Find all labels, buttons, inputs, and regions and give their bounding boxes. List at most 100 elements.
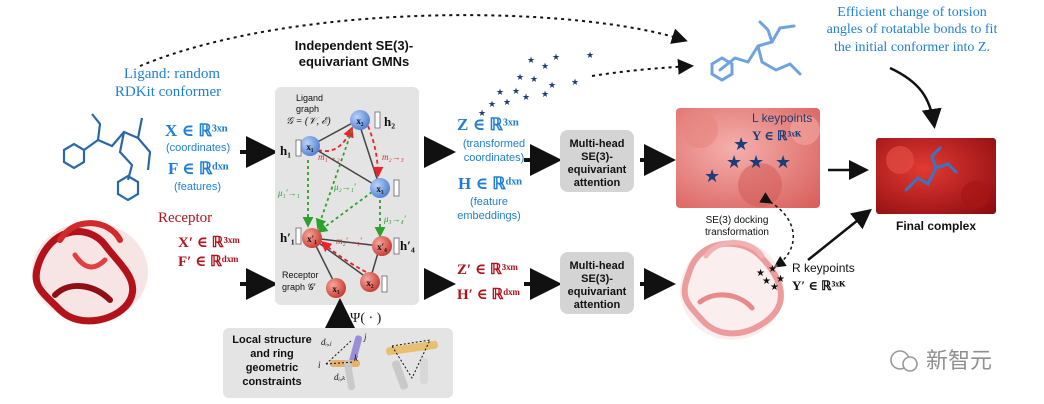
receptor-attention-line1: Multi-head	[570, 260, 625, 272]
h-caption-line1: (feature	[470, 196, 508, 208]
svg-text:★: ★	[733, 134, 749, 154]
label-m211: m₂′→₁′	[336, 236, 363, 246]
svg-text:★: ★	[756, 268, 765, 279]
ligand-molecule-icon	[62, 113, 152, 202]
receptor-attention-line2: SE(3)-	[581, 273, 613, 285]
star-point: ★	[530, 74, 538, 84]
watermark-text: 新智元	[926, 348, 992, 373]
receptor-attention-line3: equivariant	[568, 286, 627, 298]
h-symbol: H ∈ ℝᵈˣⁿ	[458, 174, 522, 193]
z-caption-line2: coordinates)	[464, 152, 525, 164]
psi-label: Ψ( · )	[350, 311, 382, 326]
star-point: ★	[586, 50, 594, 60]
h2-feature-bar	[374, 111, 381, 129]
local-structure-line4: constraints	[242, 376, 301, 388]
label-mu11: μ₁′→₁	[277, 188, 300, 198]
ligand-attention-line4: attention	[574, 177, 621, 189]
bond-geometry-icon	[325, 335, 363, 390]
receptor-node-x2-label: x₂	[366, 278, 374, 288]
svg-text:★: ★	[775, 152, 791, 172]
star-point: ★	[548, 80, 556, 90]
transformed-ligand-stars: ★★★★★★★★★★★★★★★	[478, 50, 594, 118]
docking-line2: transformation	[705, 227, 769, 238]
z-prime-symbol: Z′ ∈ ℝ³ˣᵐ	[457, 262, 518, 278]
ligand-f-caption: (features)	[174, 181, 221, 193]
torsion-to-final-arrow	[889, 66, 942, 129]
svg-text:★: ★	[770, 282, 779, 293]
svg-text:★: ★	[776, 274, 785, 285]
ligand-attention-line3: equivariant	[568, 164, 627, 176]
torsion-text-line1: Efficient change of torsion	[837, 5, 986, 20]
svg-text:★: ★	[704, 166, 720, 186]
fitted-ligand-icon	[710, 20, 802, 82]
torsion-text-line3: the initial conformer into Z.	[834, 40, 990, 55]
r-keypoints-stars: ★ ★ ★ ★ ★	[756, 264, 785, 293]
local-structure-line3: geometric	[246, 362, 299, 374]
watermark: 新智元	[890, 348, 992, 373]
label-m12: m₁→₂	[318, 152, 340, 162]
receptor-node-x4: x′₄	[372, 236, 392, 256]
stars-to-torsion-dashed-arrow	[591, 58, 694, 77]
rh4-feature-bar	[393, 237, 400, 255]
final-complex-image	[876, 138, 996, 214]
ligand-keypoints-surface	[676, 108, 820, 208]
ligand-node-x2: x₂	[350, 110, 370, 130]
r-keypoints-symbol: Y′ ∈ ℝ³ˣᴷ	[792, 278, 846, 293]
ligand-attention-box: Multi-head SE(3)- equivariant attention	[560, 130, 634, 192]
receptor-node-x1-label: x′₁	[307, 234, 317, 244]
cross-arrow-mu21	[315, 129, 353, 230]
label-dik: dᵢ,ₖ	[334, 372, 346, 382]
docking-line1: SE(3) docking	[706, 215, 769, 226]
rh4-label: h′₄	[400, 238, 415, 253]
h1-feature-bar	[295, 139, 302, 157]
label-i: i	[318, 360, 321, 370]
receptor-node-x4-label: x′₄	[377, 242, 387, 252]
docking-dashed-arrow	[759, 192, 794, 268]
star-point: ★	[527, 55, 535, 65]
gmn-title-line2: equivariant GMNs	[299, 54, 410, 69]
receptor-node-x1: x′₁	[302, 228, 322, 248]
label-m23: m₂→₃	[382, 152, 404, 162]
star-point: ★	[512, 86, 520, 96]
ligand-graph-label-line1: Ligand	[296, 93, 323, 103]
torsion-text-line2: angles of rotatable bonds to fit	[827, 22, 998, 37]
ligand-title-line2: RDKit conformer	[115, 84, 221, 100]
ligand-node-x3-label: x₃	[376, 184, 384, 194]
svg-text:★: ★	[726, 152, 742, 172]
receptor-attention-box: Multi-head SE(3)- equivariant attention	[560, 252, 634, 314]
ring-geometry-icon	[386, 339, 438, 390]
receptor-protein-icon	[32, 220, 148, 325]
star-point: ★	[503, 97, 511, 107]
l-keypoints-title: L keypoints	[752, 111, 812, 125]
final-complex-label: Final complex	[896, 219, 976, 233]
star-point: ★	[516, 72, 524, 82]
edge-x1-x3	[309, 145, 381, 189]
ligand-node-x2-label: x₂	[356, 116, 364, 126]
receptor-title: Receptor	[158, 210, 212, 226]
h2-label: h₂	[384, 114, 395, 129]
label-j: j	[363, 332, 367, 342]
label-mu21: μ₂→₁′	[333, 182, 357, 192]
svg-text:★: ★	[762, 276, 771, 287]
ligand-node-x3: x₃	[370, 178, 390, 198]
ligand-to-torsion-dashed-arrow	[139, 14, 688, 67]
receptor-x-symbol: X′ ∈ ℝ³ˣᵐ	[178, 235, 240, 251]
l-keypoints-stars: ★ ★ ★ ★ ★	[704, 134, 791, 186]
ligand-attention-line2: SE(3)-	[581, 151, 613, 163]
r-keypoints-to-final-arrow	[807, 208, 872, 261]
star-point: ★	[488, 99, 496, 109]
edge-rx1-rx4	[311, 237, 381, 247]
local-structure-line2: and ring	[250, 348, 293, 360]
local-structure-line1: Local structure	[232, 334, 311, 346]
h1-label: h₁	[280, 143, 291, 158]
label-mu34: μ₃→₄′	[383, 214, 407, 224]
message-arrow-m211	[320, 240, 367, 273]
ligand-f-symbol: F ∈ ℝᵈˣⁿ	[168, 159, 229, 178]
h-caption-line2: embeddings)	[457, 210, 521, 222]
h-prime-symbol: H′ ∈ ℝᵈˣᵐ	[457, 287, 521, 303]
z-caption-line1: (transformed	[463, 138, 525, 150]
receptor-f-symbol: F′ ∈ ℝᵈˣᵐ	[178, 254, 239, 270]
ligand-x-caption: (coordinates)	[166, 142, 230, 154]
star-point: ★	[496, 87, 504, 97]
